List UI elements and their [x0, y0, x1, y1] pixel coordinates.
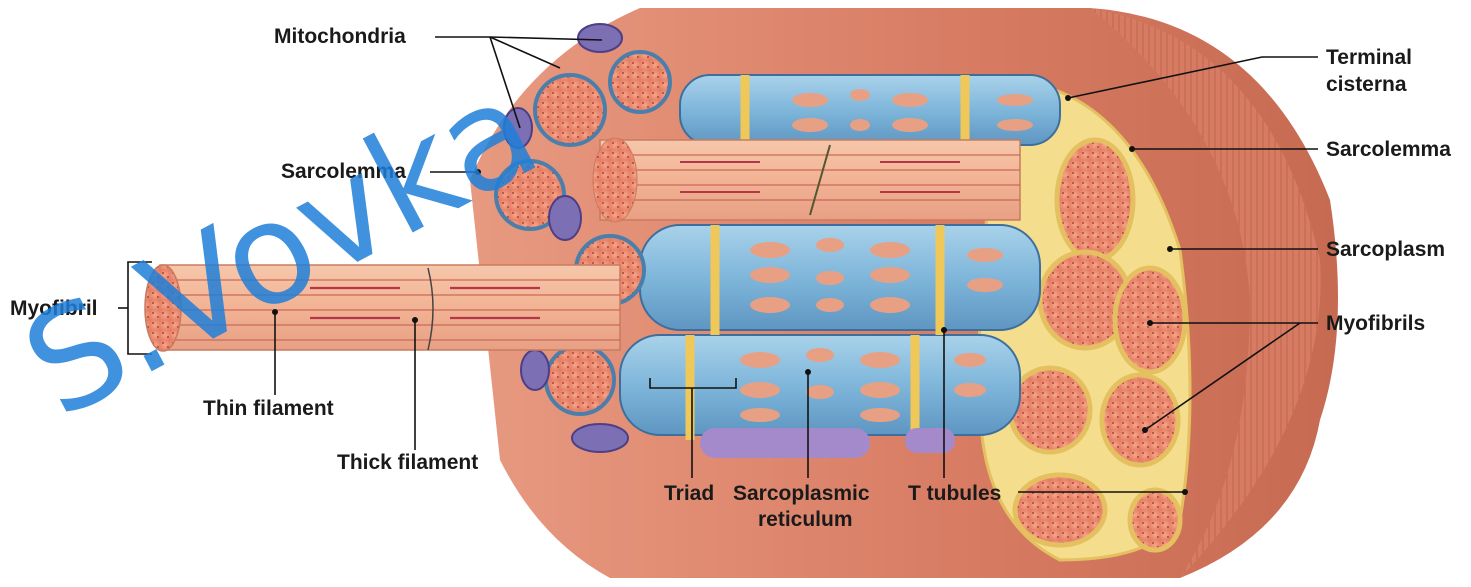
sarcoplasmic-reticulum: [620, 75, 1060, 440]
label-sarcoplasmic: Sarcoplasmic: [733, 482, 870, 505]
label-thin-filament: Thin filament: [203, 397, 334, 420]
label-t-tubules: T tubules: [908, 482, 1001, 505]
myofibril-bundle-middle: [593, 138, 1020, 222]
label-mitochondria: Mitochondria: [274, 25, 406, 48]
label-myofibrils: Myofibrils: [1326, 312, 1425, 335]
label-terminal: Terminal: [1326, 46, 1412, 69]
label-cisterna: cisterna: [1326, 73, 1407, 96]
label-triad: Triad: [664, 482, 714, 505]
label-sarcolemma-right: Sarcolemma: [1326, 138, 1451, 161]
label-reticulum: reticulum: [758, 508, 853, 531]
label-sarcoplasm: Sarcoplasm: [1326, 238, 1445, 261]
label-thick-filament: Thick filament: [337, 451, 478, 474]
